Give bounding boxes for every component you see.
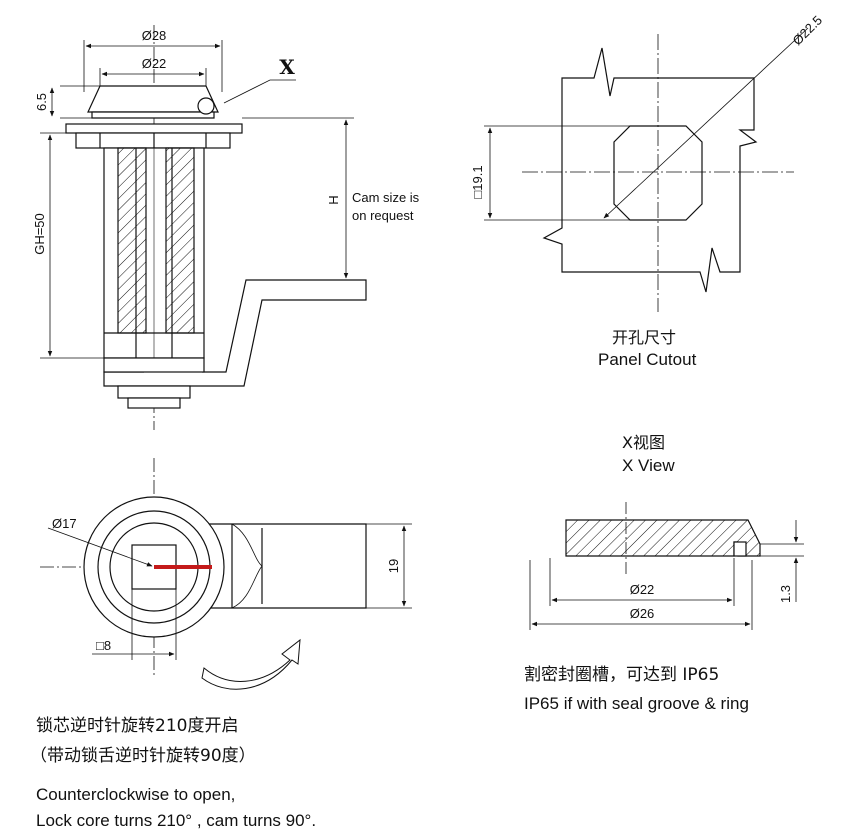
label-square8: □8 xyxy=(96,638,111,653)
seal-note-cn: 割密封圈槽，可达到 IP65 xyxy=(524,665,720,685)
note-en-line1: Counterclockwise to open, xyxy=(36,785,236,804)
label-19: 19 xyxy=(386,559,401,573)
label-dia17: Ø17 xyxy=(52,516,77,531)
label-1-3: 1.3 xyxy=(778,585,793,603)
x-leader xyxy=(223,79,296,104)
panel-cutout-label-en: Panel Cutout xyxy=(598,350,697,369)
top-view-labels: Ø17 19 □8 xyxy=(52,516,401,653)
bottom-nut xyxy=(117,385,191,399)
rotation-arrow xyxy=(201,638,301,690)
note-cn-line2: （带动锁舌逆时针旋转90度） xyxy=(30,746,256,766)
x-view-label-cn: X视图 xyxy=(622,433,665,452)
seal-section xyxy=(565,519,761,557)
cam-arm xyxy=(103,279,367,387)
label-h: H xyxy=(326,195,341,204)
label-dia28: Ø28 xyxy=(142,28,167,43)
cutout-shape xyxy=(613,125,703,221)
panel-outline xyxy=(542,47,758,293)
note-cn-line1: 锁芯逆时针旋转210度开启 xyxy=(36,716,239,736)
front-view-labels: Ø28 Ø22 X 6.5 GH=50 H Cam size is on req… xyxy=(32,28,420,255)
label-gh50: GH=50 xyxy=(32,213,47,255)
panel-cutout-label-cn: 开孔尺寸 xyxy=(612,328,677,347)
cam-top xyxy=(196,523,367,609)
dim-line-dia17 xyxy=(47,527,153,567)
lock-head xyxy=(87,85,219,113)
x-view-labels: Ø22 Ø26 1.3 xyxy=(630,582,793,621)
front-view xyxy=(40,25,367,430)
seal-note-en: IP65 if with seal groove & ring xyxy=(524,694,749,713)
top-view xyxy=(40,458,412,690)
hex-nut xyxy=(75,132,231,149)
seal-detail-x xyxy=(197,97,215,115)
x-view xyxy=(529,502,804,630)
label-dia22-xview: Ø22 xyxy=(630,582,655,597)
label-dia22-front: Ø22 xyxy=(142,56,167,71)
label-x-marker: X xyxy=(279,55,295,79)
cam-note-line2: on request xyxy=(352,208,414,223)
cam-note-line1: Cam size is xyxy=(352,190,420,205)
label-dia26: Ø26 xyxy=(630,606,655,621)
note-en-line2: Lock core turns 210° , cam turns 90°. xyxy=(36,811,317,830)
label-square-19-1: □19.1 xyxy=(470,165,485,198)
panel-cutout xyxy=(484,27,809,312)
dim-line-dia22-5 xyxy=(603,27,809,219)
label-6-5: 6.5 xyxy=(34,93,49,111)
label-dia22-5: Ø22.5 xyxy=(790,12,826,48)
panel xyxy=(65,123,243,134)
x-view-label-en: X View xyxy=(622,456,675,475)
